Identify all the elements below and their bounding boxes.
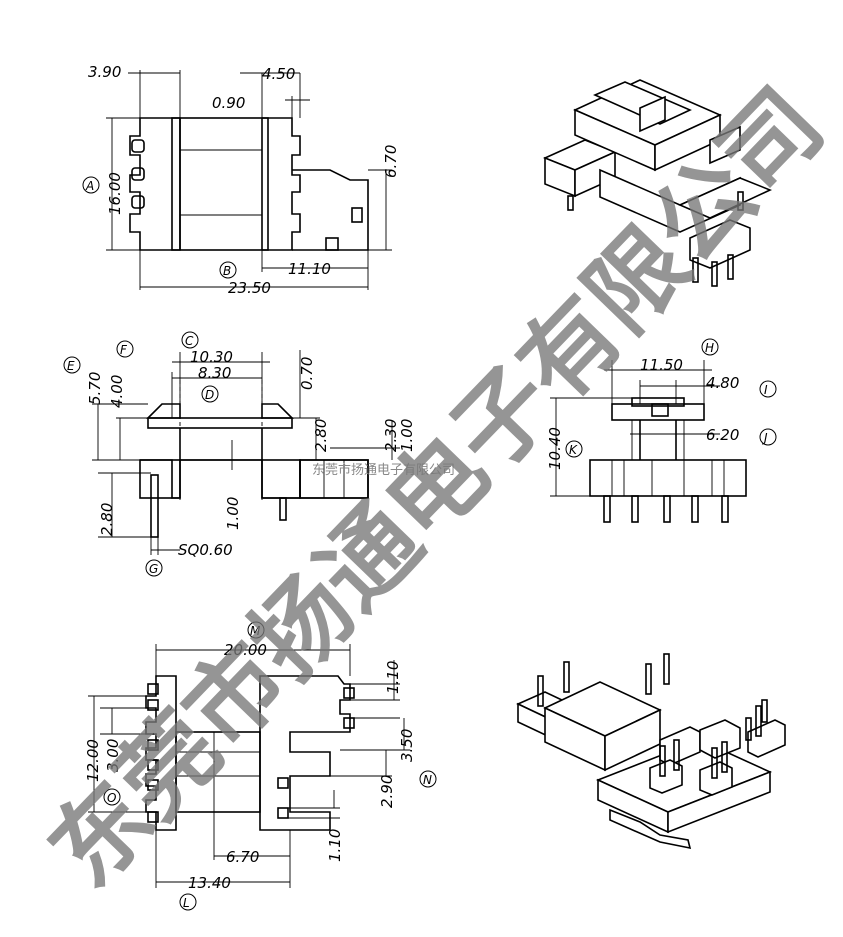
svg-text:F: F (120, 343, 128, 357)
label-a: A (82, 176, 100, 194)
side-view: 11.50 4.80 6.20 10.40 H I J K (546, 338, 777, 523)
dim-12-00: 12.00 (84, 739, 102, 782)
svg-text:K: K (569, 443, 578, 457)
svg-text:D: D (205, 388, 214, 402)
dim-4-50: 4.50 (262, 65, 295, 83)
svg-text:G: G (149, 562, 158, 576)
dim-23-50: 23.50 (228, 279, 271, 297)
dim-2-90: 2.90 (378, 775, 396, 808)
dim-sq0-60: SQ0.60 (178, 541, 233, 559)
dim-10-40: 10.40 (546, 427, 564, 470)
svg-text:N: N (423, 773, 432, 787)
label-o: O (103, 788, 121, 806)
svg-text:M: M (250, 624, 261, 638)
dim-1-10-top: 1.10 (384, 661, 402, 694)
dim-3-00: 3.00 (104, 739, 122, 772)
svg-text:I: I (764, 383, 768, 397)
svg-text:O: O (107, 791, 116, 805)
dim-1-00-right: 1.00 (398, 419, 416, 452)
dim-2-80-pin: 2.80 (98, 503, 116, 536)
dim-13-40: 13.40 (188, 874, 231, 892)
label-l: L (179, 893, 197, 911)
dim-0-90: 0.90 (212, 94, 245, 112)
label-i: I (759, 380, 777, 398)
dim-11-10: 11.10 (288, 260, 331, 278)
svg-text:L: L (183, 896, 190, 910)
label-d: D (201, 385, 219, 403)
dim-5-70: 5.70 (86, 372, 104, 405)
svg-text:E: E (67, 359, 75, 373)
dim-6-70: 6.70 (226, 848, 259, 866)
top-view: 3.90 4.50 0.90 16.00 6.70 11.10 23.50 A … (82, 63, 400, 297)
dim-10-30: 10.30 (190, 348, 233, 366)
dim-3-90: 3.90 (88, 63, 121, 81)
dim-2-80-top: 2.80 (312, 419, 330, 452)
dim-20-00: 20.00 (224, 641, 267, 659)
dim-3-50: 3.50 (398, 729, 416, 762)
dim-16-00: 16.00 (106, 172, 124, 215)
watermark-small: 东莞市扬通电子有限公司 (312, 462, 455, 478)
dim-6-20: 6.20 (706, 426, 739, 444)
label-m: M (247, 621, 265, 639)
label-g: G (145, 559, 163, 577)
dim-11-50: 11.50 (640, 356, 683, 374)
dim-2-30: 2.30 (382, 419, 400, 452)
dim-0-70: 0.70 (298, 357, 316, 390)
svg-text:B: B (223, 264, 231, 278)
label-n: N (419, 770, 437, 788)
svg-text:A: A (85, 179, 94, 193)
label-e: E (63, 356, 81, 374)
svg-text:J: J (762, 431, 768, 445)
svg-text:H: H (705, 341, 714, 355)
svg-text:C: C (185, 334, 194, 348)
dim-4-80: 4.80 (706, 374, 739, 392)
label-b: B (219, 261, 237, 279)
isometric-view-bottom (516, 653, 786, 850)
dim-8-30: 8.30 (198, 364, 231, 382)
label-h: H (701, 338, 719, 356)
dim-4-00: 4.00 (108, 375, 126, 408)
dim-1-10-bottom: 1.10 (326, 829, 344, 862)
label-f: F (116, 340, 134, 358)
front-view: 10.30 8.30 5.70 4.00 0.70 2.80 2.30 1.00… (63, 331, 416, 577)
isometric-view-top (542, 79, 773, 287)
label-c: C (181, 331, 199, 349)
label-j: J (759, 428, 777, 446)
bottom-view: 20.00 1.10 12.00 3.00 3.50 2.90 1.10 6.7… (84, 621, 437, 911)
dim-1-00-center: 1.00 (224, 497, 242, 530)
label-k: K (565, 440, 583, 458)
dim-6-70: 6.70 (382, 145, 400, 178)
